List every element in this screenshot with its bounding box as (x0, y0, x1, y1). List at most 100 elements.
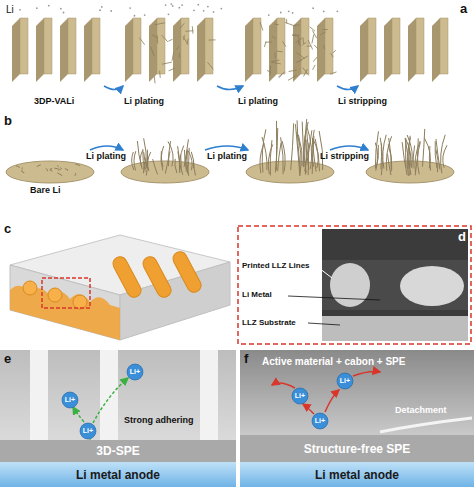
dendrite (148, 152, 151, 171)
dendrite (54, 168, 59, 170)
lithium-atom (197, 4, 199, 6)
dendrite (162, 35, 168, 42)
dendrite (298, 36, 300, 46)
dendrite (176, 47, 179, 50)
lithium-atom (165, 4, 167, 6)
dendrite (260, 143, 264, 173)
lithium-ion (80, 423, 96, 439)
dendrite (272, 36, 275, 38)
lithium-atom (312, 7, 314, 9)
lithium-atom (178, 7, 180, 9)
dendrite (168, 39, 172, 41)
panel-letter: b (4, 114, 12, 128)
process-arrow (330, 146, 368, 150)
panel-letter: d (458, 230, 466, 244)
dendrite (413, 146, 415, 169)
dendrite (387, 154, 390, 175)
dendrite (186, 30, 194, 32)
dendrite (288, 75, 297, 80)
process-arrow (104, 86, 123, 90)
plate-side (360, 18, 368, 82)
dendrite (313, 57, 317, 62)
dendrite (275, 128, 277, 172)
band-label: 3D-SPE (96, 444, 139, 458)
dendrite (137, 141, 142, 169)
dendrite (139, 38, 144, 45)
dendrite (140, 150, 142, 166)
annotation: Active material + cabon + SPE (262, 356, 405, 367)
dendrite (436, 149, 438, 172)
lithium-ion (337, 373, 353, 389)
lithium-atom (19, 9, 21, 11)
plate-side (293, 18, 301, 82)
plate-side (149, 18, 157, 82)
dendrite (75, 173, 76, 176)
lithium-atom (213, 11, 215, 13)
dendrite (424, 138, 430, 168)
dendrite (383, 135, 386, 169)
dendrite (207, 62, 213, 69)
dendrite (132, 152, 134, 170)
dendrite (274, 24, 279, 26)
plate-side (245, 18, 253, 82)
dendrite (277, 51, 283, 53)
plate-face (157, 18, 165, 74)
lithium-atom (110, 10, 112, 12)
lithium-atom (134, 15, 136, 17)
dendrite (324, 45, 325, 49)
dendrite (310, 27, 315, 31)
plate-side (60, 18, 68, 82)
ion-label: Li+ (295, 392, 305, 400)
lithium-atom (292, 12, 294, 14)
dendrite (175, 159, 177, 173)
annotation: Li Metal (242, 291, 272, 300)
lithium-atom (181, 4, 183, 6)
dendrite (169, 68, 176, 71)
electrolyte-band: 3D-SPE (0, 440, 236, 462)
dendrite (50, 168, 52, 170)
dendrite (312, 138, 316, 172)
lithium-disc (6, 161, 94, 183)
dendrite (75, 164, 80, 166)
plate-side (125, 18, 133, 82)
lithium-atom (207, 6, 209, 8)
dendrite (155, 23, 165, 25)
lithium-atom (144, 14, 146, 16)
electrolyte-band: Structure-free SPE (240, 435, 474, 462)
dendrite (157, 35, 159, 44)
ion-label: Li+ (130, 368, 140, 376)
lithium-atom (36, 7, 38, 9)
lithium-atom (99, 9, 101, 11)
dendrite (375, 131, 378, 168)
ion-label: Li+ (315, 417, 325, 425)
dendrite (179, 53, 180, 58)
dendrite (262, 137, 267, 170)
lithium-atom (220, 8, 222, 10)
dendrite (183, 36, 188, 44)
ion-label: Li+ (83, 427, 93, 435)
annotation: Bare Li (30, 186, 61, 196)
dendrite (168, 141, 173, 166)
solid-electrolyte-3d (0, 350, 236, 462)
dendrite (292, 35, 299, 36)
lithium-atom (280, 12, 282, 14)
band-label: Structure-free SPE (304, 442, 411, 456)
plate-side (84, 18, 92, 82)
dendrite (293, 34, 300, 35)
dendrite (278, 72, 284, 77)
dendrite (302, 42, 306, 45)
panel-letter: c (4, 222, 11, 236)
plate-face (368, 18, 376, 74)
plate-side (197, 18, 205, 82)
dendrite (314, 45, 318, 49)
lithium-ion (127, 364, 143, 380)
dendrite (270, 140, 272, 175)
dendrite (402, 142, 407, 175)
plate-side (317, 18, 325, 82)
lithium-atom (60, 8, 62, 10)
dendrite (165, 151, 170, 173)
dendrite (37, 165, 41, 167)
lithium-ion (292, 388, 308, 404)
process-arrow (90, 146, 123, 150)
dendrite (313, 65, 316, 70)
